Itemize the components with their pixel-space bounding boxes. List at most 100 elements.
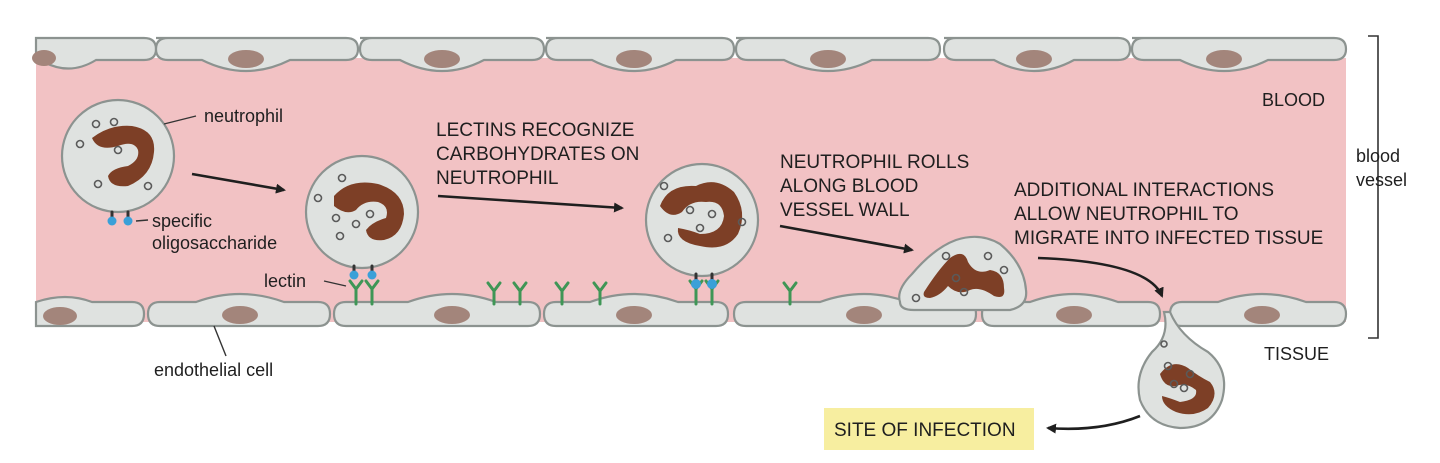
endothelial-cell-label: endothelial cell	[154, 360, 273, 380]
step-1-line-1: LECTINS RECOGNIZE	[436, 120, 634, 141]
granule	[663, 233, 673, 243]
endothelial-nucleus	[846, 306, 882, 324]
endothelial-nucleus	[616, 50, 652, 68]
lectin-receptor	[348, 279, 364, 306]
neutrophil-nucleus	[1160, 364, 1215, 415]
step-2-line-2: ALONG BLOOD	[780, 176, 918, 197]
endothelial-nucleus	[1056, 306, 1092, 324]
lectin-receptor	[592, 281, 608, 306]
endothelial-nucleus	[434, 306, 470, 324]
step-3-line-2: ALLOW NEUTROPHIL TO	[1014, 204, 1239, 225]
oligosaccharide	[349, 270, 359, 280]
lectin-label: lectin	[264, 271, 306, 291]
granule	[951, 273, 961, 283]
step-2-line-3: VESSEL WALL	[780, 200, 910, 221]
granule	[959, 287, 969, 297]
step-3-line-3: MIGRATE INTO INFECTED TISSUE	[1014, 228, 1323, 249]
granule	[911, 293, 921, 303]
endothelial-cell	[34, 36, 158, 70]
endothelial-nucleus	[32, 50, 56, 66]
step-1-line-3: NEUTROPHIL	[436, 168, 558, 189]
granule	[659, 181, 669, 191]
blood-vessel-label-line2: vessel	[1356, 170, 1407, 190]
step-3-line-1: ADDITIONAL INTERACTIONS	[1014, 180, 1274, 201]
lectin-receptor	[512, 281, 528, 306]
neutrophil-nucleus	[92, 125, 155, 187]
endothelial-nucleus	[1206, 50, 1242, 68]
granule	[109, 117, 119, 127]
top-endothelial-wall	[32, 36, 1348, 73]
oligosaccharide	[107, 216, 117, 226]
granule	[707, 209, 717, 219]
blood-vessel-bracket	[1368, 35, 1379, 339]
endothelial-nucleus	[1244, 306, 1280, 324]
granule	[1163, 361, 1173, 371]
granule	[695, 223, 705, 233]
granule	[93, 179, 103, 189]
neutrophil-nucleus	[334, 182, 404, 241]
endothelial-nucleus	[424, 50, 460, 68]
neutrophil-nucleus	[660, 182, 743, 248]
endothelial-leader	[213, 325, 227, 357]
granule	[143, 181, 153, 191]
neutrophil-cell	[60, 98, 176, 214]
neutrophil-label: neutrophil	[204, 106, 283, 126]
granule	[1185, 369, 1195, 379]
granule	[313, 193, 323, 203]
granule	[999, 265, 1009, 275]
granule	[685, 205, 695, 215]
oligosaccharide	[123, 216, 133, 226]
granule	[983, 251, 993, 261]
lectin-leader	[323, 280, 347, 287]
granule	[941, 251, 951, 261]
granule	[337, 173, 347, 183]
neutrophil-4	[898, 235, 1028, 312]
tissue-label: TISSUE	[1264, 344, 1329, 364]
neutrophil-leader	[163, 115, 197, 125]
neutrophil-nucleus	[923, 253, 1005, 298]
step-arrow-1	[191, 172, 286, 194]
granule	[113, 145, 123, 155]
neutrophil-2	[304, 154, 420, 280]
oligosaccharide	[367, 270, 377, 280]
granule	[365, 209, 375, 219]
lectin-receptors	[348, 279, 798, 306]
endothelial-nucleus	[1016, 50, 1052, 68]
step-2-line-1: NEUTROPHIL ROLLS	[780, 152, 969, 173]
step-arrow-3	[779, 224, 914, 254]
endothelial-nucleus	[228, 50, 264, 68]
granule	[91, 119, 101, 129]
endothelial-nucleus	[222, 306, 258, 324]
blood-vessel-label-line1: blood	[1356, 146, 1400, 166]
lectin-receptor	[364, 279, 380, 306]
step-arrow-2	[437, 194, 624, 213]
oligosaccharide	[691, 279, 701, 289]
site-of-infection-label: SITE OF INFECTION	[834, 420, 1016, 441]
lectin-receptor	[554, 281, 570, 306]
endothelial-nucleus	[616, 306, 652, 324]
granule	[1179, 383, 1189, 393]
granule	[351, 219, 361, 229]
granule	[1160, 340, 1168, 348]
endothelial-cell	[332, 292, 542, 328]
oligosaccharide-leader	[135, 219, 149, 222]
specific-label: specific	[152, 211, 212, 231]
lectin-receptor	[782, 281, 798, 306]
granule	[1169, 379, 1179, 389]
granule	[75, 139, 85, 149]
neutrophil-5	[1137, 310, 1226, 430]
site-of-infection: SITE OF INFECTION	[824, 408, 1034, 450]
step-1-line-2: CARBOHYDRATES ON	[436, 144, 639, 165]
oligosaccharide	[707, 279, 717, 289]
endothelial-nucleus	[810, 50, 846, 68]
step-arrow-4	[1037, 256, 1164, 298]
site-of-infection-highlight	[824, 408, 1034, 450]
granule	[335, 231, 345, 241]
lectin-receptor	[486, 281, 502, 306]
granule	[331, 213, 341, 223]
blood-label: BLOOD	[1262, 90, 1325, 110]
oligosaccharide-label: oligosaccharide	[152, 233, 277, 253]
neutrophil-cell	[304, 154, 420, 270]
neutrophil-1	[60, 98, 176, 226]
